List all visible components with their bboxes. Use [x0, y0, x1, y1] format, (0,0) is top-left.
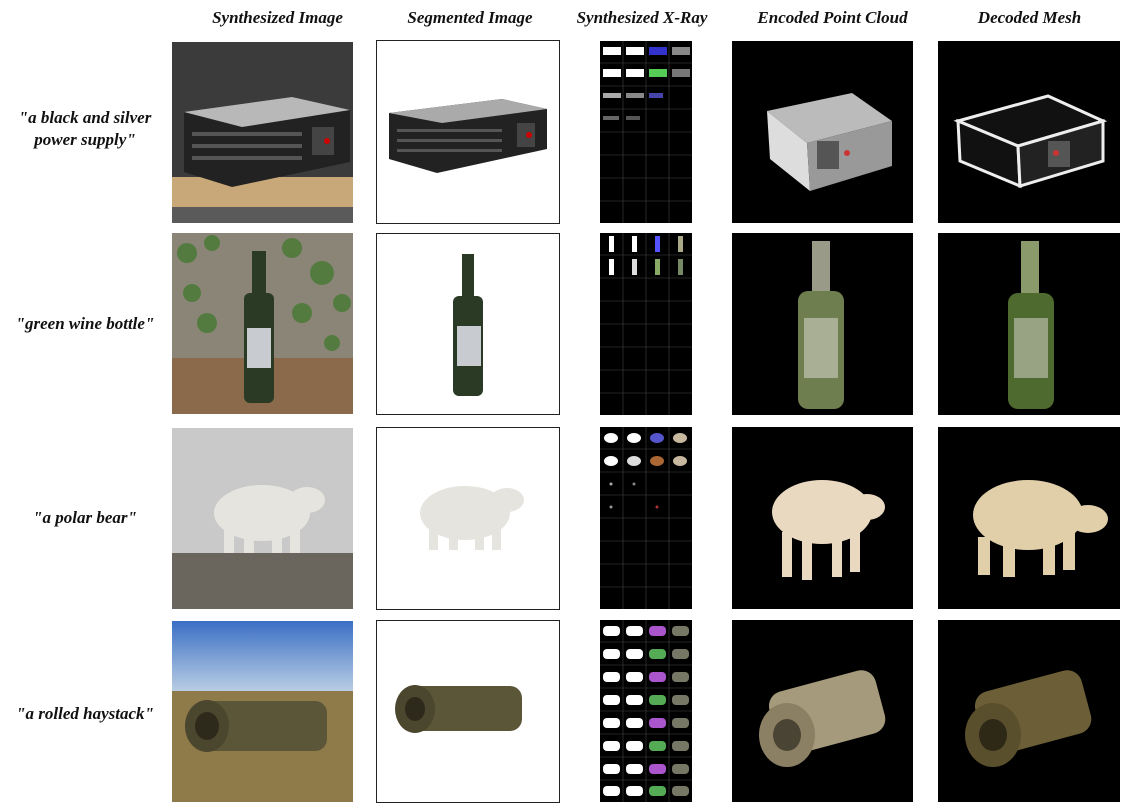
decoded-mesh-polar-bear — [938, 427, 1120, 609]
synthesized-xray-wine-bottle — [600, 233, 692, 415]
row-label-line: "green wine bottle" — [15, 314, 155, 333]
synthesized-image-wine-bottle — [172, 233, 353, 414]
row-label-rolled-haystack: "a rolled haystack" — [0, 703, 170, 725]
row-label-line: "a black and silver — [18, 108, 152, 127]
encoded-point-cloud-wine-bottle — [732, 233, 913, 415]
row-label-line: "a polar bear" — [33, 508, 137, 527]
decoded-mesh-wine-bottle — [938, 233, 1120, 415]
header-encoded-point-cloud: Encoded Point Cloud — [757, 8, 908, 27]
synthesized-image-rolled-haystack — [172, 621, 353, 802]
decoded-mesh-rolled-haystack — [938, 620, 1120, 802]
header-synthesized-xray: Synthesized X-Ray — [576, 8, 708, 27]
header-segmented-image: Segmented Image — [407, 8, 533, 27]
row-label-polar-bear: "a polar bear" — [0, 507, 170, 529]
row-label-power-supply: "a black and silver power supply" — [0, 107, 170, 151]
encoded-point-cloud-polar-bear — [732, 427, 913, 609]
encoded-point-cloud-power-supply — [732, 41, 913, 223]
synthesized-xray-power-supply — [600, 41, 692, 223]
synthesized-xray-rolled-haystack — [600, 620, 692, 802]
row-label-line: power supply" — [34, 130, 136, 149]
synthesized-image-polar-bear — [172, 428, 353, 609]
synthesized-image-power-supply — [172, 42, 353, 223]
segmented-image-polar-bear — [376, 427, 560, 610]
segmented-image-wine-bottle — [376, 233, 560, 415]
header-synthesized-image: Synthesized Image — [212, 8, 343, 27]
decoded-mesh-power-supply — [938, 41, 1120, 223]
segmented-image-power-supply — [376, 40, 560, 224]
encoded-point-cloud-rolled-haystack — [732, 620, 913, 802]
row-label-wine-bottle: "green wine bottle" — [0, 313, 170, 335]
row-label-line: "a rolled haystack" — [16, 704, 154, 723]
header-decoded-mesh: Decoded Mesh — [977, 8, 1082, 27]
synthesized-xray-polar-bear — [600, 427, 692, 609]
segmented-image-rolled-haystack — [376, 620, 560, 803]
